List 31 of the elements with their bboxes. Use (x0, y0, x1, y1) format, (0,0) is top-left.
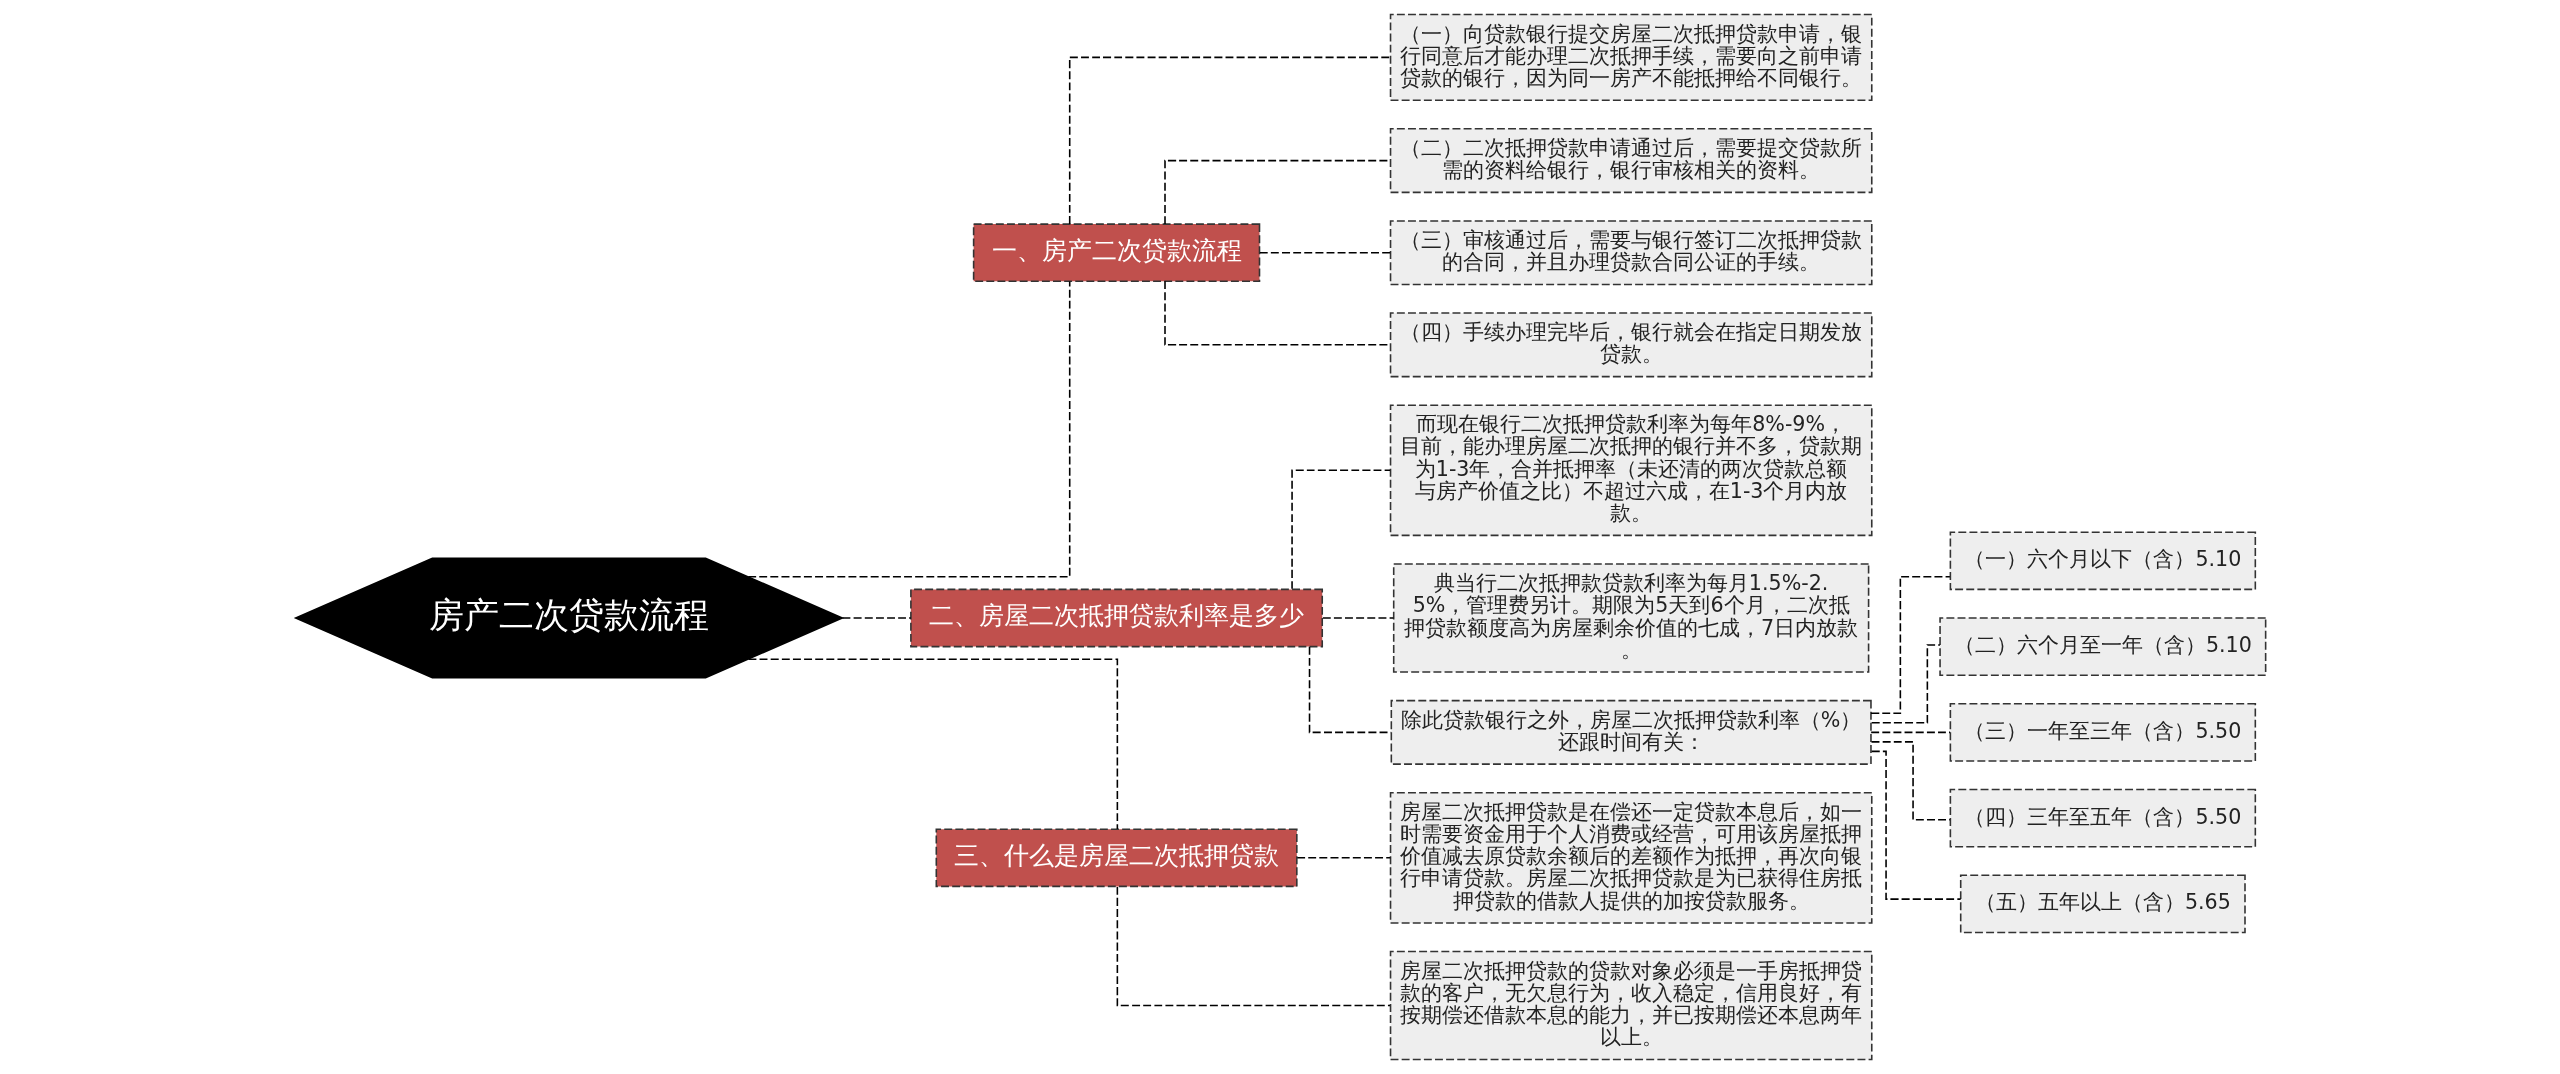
connector (1116, 886, 1391, 1007)
node-box: 除此贷款银行之外，房屋二次抵押贷款利率（%）还跟时间有关： (1390, 699, 1872, 765)
node-box: 房屋二次抵押贷款是在偿还一定贷款本息后，如一时需要资金用于个人消费或经营，可用该房屋抵押价值减去原贷款余额后的差额作为抵押，再次向银行申请贷款。房屋二次抵押贷款是为已获得住房抵押贷款的借款人提供的加按贷款服务。 (1389, 791, 1873, 924)
connector (1258, 251, 1391, 254)
node-box: 一、房产二次贷款流程 (972, 223, 1260, 283)
node-box: （四）手续办理完毕后，银行就会在指定日期发放贷款。 (1389, 312, 1873, 378)
connector (1869, 731, 1951, 734)
connector (1870, 644, 1941, 724)
node-box: （一）六个月以下（含）5.10 (1949, 531, 2256, 591)
connector (1290, 469, 1391, 590)
node-box: 典当行二次抵押款贷款利率为每月1.5%-2.5%，管理费另计。期限为5天到6个月，二次抵押贷款额度高为房屋剩余价值的七成，7日内放款。 (1392, 563, 1869, 673)
node-box: 三、什么是房屋二次抵押贷款 (935, 828, 1298, 888)
node-box: （三）审核通过后，需要与银行签订二次抵押贷款的合同，并且办理贷款合同公证的手续。 (1389, 220, 1873, 286)
connector (1870, 750, 1961, 900)
node-box: （二）六个月至一年（含）5.10 (1938, 617, 2266, 676)
connector (1321, 617, 1394, 619)
node-box: 二、房屋二次抵押贷款利率是多少 (909, 588, 1323, 648)
node-box: （三）一年至三年（含）5.50 (1949, 702, 2256, 762)
connector (841, 617, 912, 619)
connector (747, 658, 1118, 830)
connector (1295, 857, 1391, 859)
node-box: （二）二次抵押贷款申请通过后，需要提交贷款所需的资料给银行，银行审核相关的资料。 (1389, 128, 1873, 194)
connector (1068, 56, 1391, 225)
node-box: （四）三年至五年（含）5.50 (1949, 788, 2256, 848)
connector (1869, 575, 1951, 715)
node-box: （五）五年以上（含）5.65 (1959, 874, 2246, 934)
connector (747, 280, 1070, 578)
node-box: 而现在银行二次抵押贷款利率为每年8%-9%，目前，能办理房屋二次抵押的银行并不多，贷款期为1-3年，合并抵押率（未还清的两次贷款总额与房产价值之比）不超过六成，在1-3个月内放款。 (1389, 404, 1873, 537)
node-box: 房屋二次抵押贷款的贷款对象必须是一手房抵押贷款的客户，无欠息行为，收入稳定，信用良好，有按期偿还借款本息的能力，并已按期偿还本息两年以上。 (1389, 950, 1873, 1061)
connector (1870, 741, 1951, 821)
node-box: （一）向贷款银行提交房屋二次抵押贷款申请，银行同意后才能办理二次抵押手续，需要向之前申请贷款的银行，因为同一房产不能抵押给不同银行。 (1389, 13, 1873, 102)
